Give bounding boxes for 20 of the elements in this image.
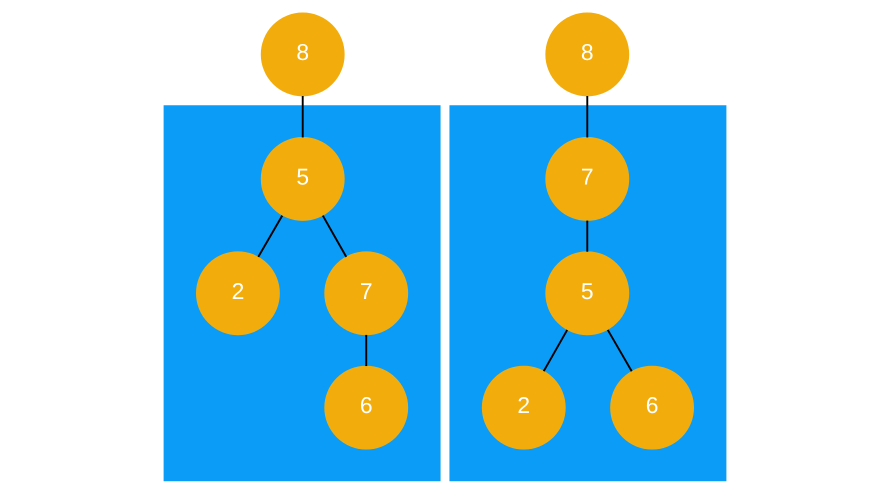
node-circle: 8	[260, 12, 344, 96]
node-circle: 5	[544, 251, 629, 336]
connector	[606, 329, 632, 372]
connector	[542, 329, 568, 372]
cluster	[448, 105, 726, 482]
node-circle: 6	[610, 366, 694, 450]
connector	[256, 215, 283, 258]
node-circle: 6	[324, 366, 408, 450]
node-circle: 2	[196, 251, 280, 336]
cluster	[163, 105, 440, 482]
connector	[321, 215, 347, 258]
connector	[586, 96, 588, 138]
node-circle: 7	[324, 251, 408, 336]
node-circle: 7	[544, 137, 629, 221]
connector	[586, 220, 588, 252]
node-circle: 8	[544, 12, 629, 96]
connector	[364, 334, 367, 366]
node-circle: 2	[481, 366, 566, 450]
connector	[301, 96, 304, 138]
node-circle: 5	[260, 137, 344, 221]
